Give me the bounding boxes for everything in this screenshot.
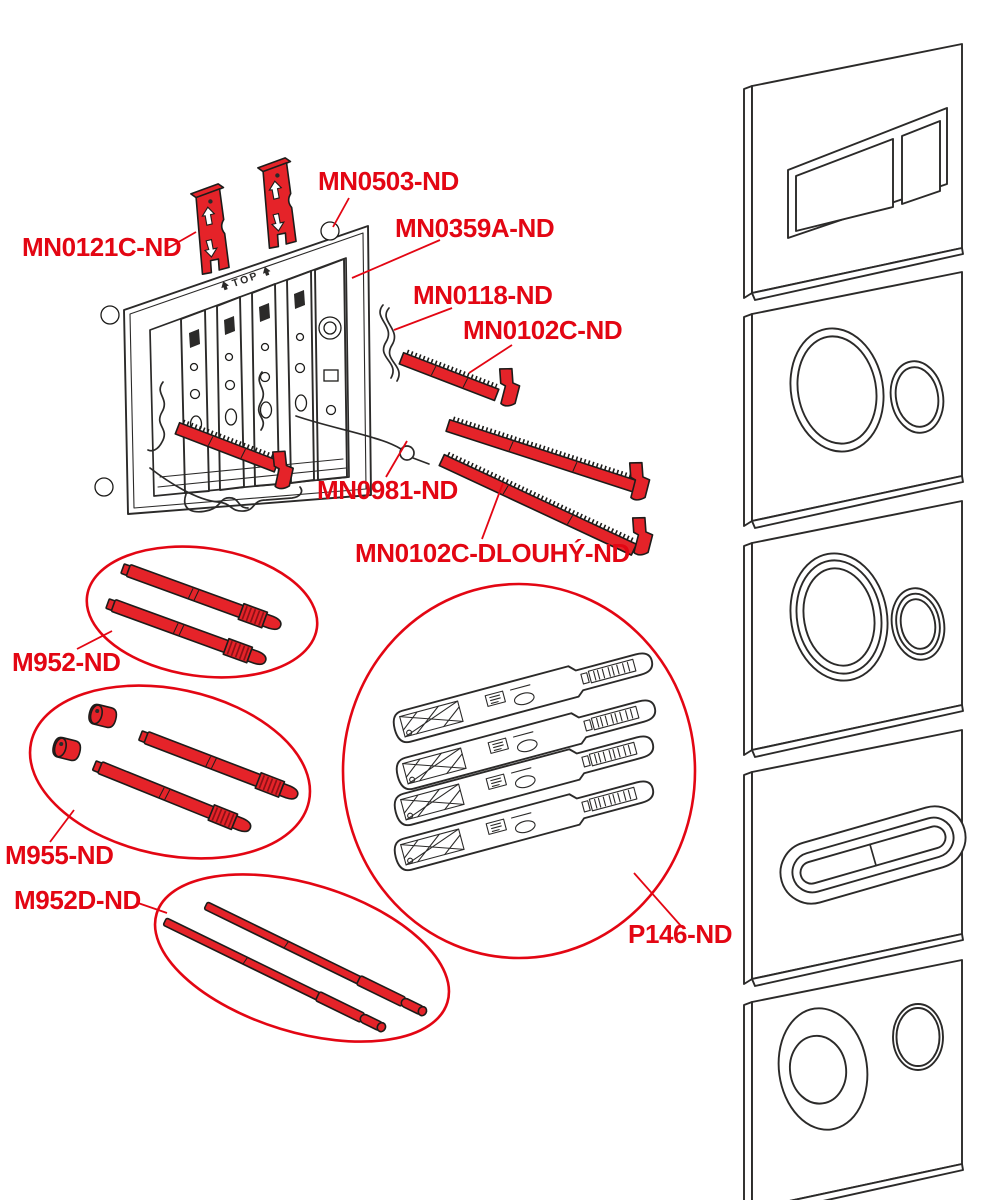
part-label-mn0503: MN0503-ND bbox=[318, 166, 459, 196]
part-label-mn0359a: MN0359A-ND bbox=[395, 213, 555, 243]
mounting-pin bbox=[320, 221, 340, 241]
leader-lines bbox=[49, 197, 682, 927]
part-label-m952d: M952D-ND bbox=[14, 885, 141, 915]
flush-plate-two-circles-ringed bbox=[743, 500, 964, 758]
rod-cap bbox=[86, 702, 119, 730]
part-label-m952: M952-ND bbox=[12, 647, 121, 677]
flush-plate-rect-buttons bbox=[743, 43, 964, 301]
frame-slats bbox=[157, 258, 348, 494]
part-label-mn0118: MN0118-ND bbox=[413, 280, 553, 310]
toothed-rack-long bbox=[445, 416, 653, 503]
mounting-pin bbox=[100, 305, 120, 325]
flush-plate-round-button bbox=[743, 959, 964, 1200]
flush-plate-two-circles bbox=[743, 271, 964, 529]
group-m952d bbox=[153, 873, 451, 1043]
toothed-rack-long bbox=[438, 451, 656, 558]
bottom-wire bbox=[149, 467, 303, 512]
toothed-rack-installed bbox=[174, 419, 296, 491]
mounting-clip bbox=[189, 182, 231, 276]
part-label-mn0102c-dlouhy: MN0102C-DLOUHÝ-ND bbox=[355, 538, 630, 568]
part-label-m955: M955-ND bbox=[5, 840, 114, 870]
mounting-clip bbox=[256, 156, 298, 250]
flush-plate-oval-button bbox=[743, 729, 967, 987]
part-label-mn0121c: MN0121C-ND bbox=[22, 232, 182, 262]
mounting-frame: TOP bbox=[94, 221, 430, 515]
toothed-rack-short bbox=[398, 349, 523, 409]
group-p146 bbox=[341, 582, 697, 960]
part-label-mn0102c: MN0102C-ND bbox=[463, 315, 623, 345]
rod-cap bbox=[50, 735, 83, 763]
mounting-pin bbox=[94, 477, 114, 497]
part-label-mn0981: MN0981-ND bbox=[317, 475, 458, 505]
wire-clip-mn0118 bbox=[379, 304, 400, 382]
group-m952 bbox=[85, 545, 319, 679]
group-m955 bbox=[28, 684, 312, 860]
part-label-p146: P146-ND bbox=[628, 919, 733, 949]
